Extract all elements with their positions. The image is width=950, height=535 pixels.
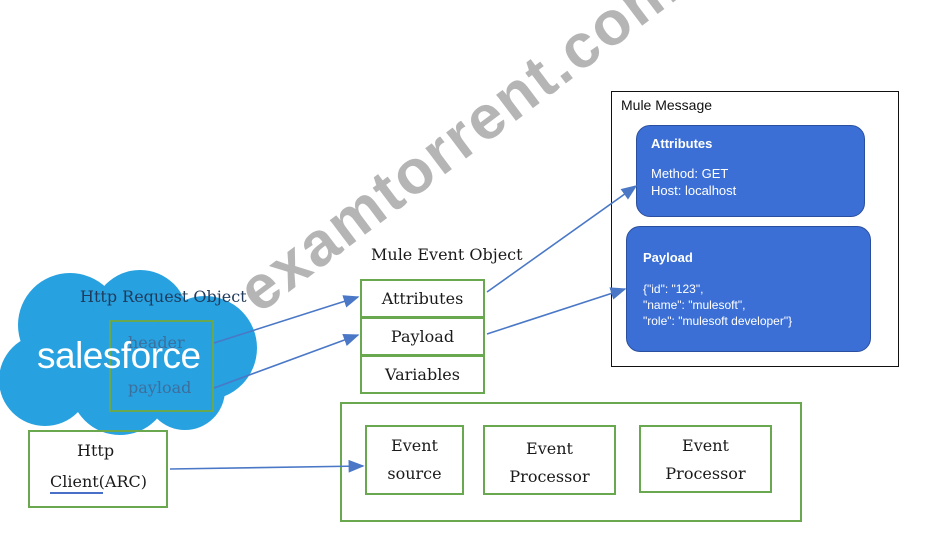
http-request-box <box>109 320 214 412</box>
attributes-method-line: Method: GET <box>651 166 729 181</box>
event-processor-2-line1: Event <box>682 436 729 455</box>
mule-message-title: Mule Message <box>621 97 713 113</box>
http-client-label-line2: Client(ARC) <box>50 472 148 491</box>
event-processor-step-2: Event Processor <box>639 425 772 493</box>
http-client-box <box>28 430 168 508</box>
event-processor-1-line2: Processor <box>509 467 590 486</box>
event-processor-step-1: Event Processor <box>483 425 616 495</box>
payload-json-line-1: {"id": "123", <box>643 282 704 296</box>
mule-event-object-title: Mule Event Object <box>371 245 523 264</box>
event-attributes-cell: Attributes <box>360 279 485 318</box>
attributes-card: Attributes Method: GET Host: localhost <box>636 125 865 217</box>
event-processor-1-line1: Event <box>526 439 573 458</box>
payload-json-line-2: "name": "mulesoft", <box>643 298 746 312</box>
salesforce-logo-text: salesforce <box>37 335 201 376</box>
request-payload-label: payload <box>128 378 192 397</box>
arrow-client-to-source <box>169 459 365 473</box>
request-header-label: header <box>128 333 185 352</box>
payload-json-line-3: "role": "mulesoft developer"} <box>643 314 793 328</box>
attributes-card-title: Attributes <box>651 136 713 151</box>
attributes-host-line: Host: localhost <box>651 183 737 198</box>
event-payload-cell: Payload <box>360 317 485 356</box>
client-underline <box>50 492 103 494</box>
event-variables-cell: Variables <box>360 355 485 394</box>
payload-card-title: Payload <box>643 250 693 265</box>
http-client-label-line1: Http <box>77 441 115 460</box>
event-source-line1: Event <box>391 436 438 455</box>
payload-card: Payload {"id": "123", "name": "mulesoft"… <box>626 226 871 352</box>
event-processor-2-line2: Processor <box>665 464 746 483</box>
event-source-line2: source <box>387 464 442 483</box>
arrow-payload-to-message <box>486 287 627 335</box>
http-request-object-title: Http Request Object <box>80 287 247 306</box>
event-source-step: Event source <box>365 425 464 495</box>
